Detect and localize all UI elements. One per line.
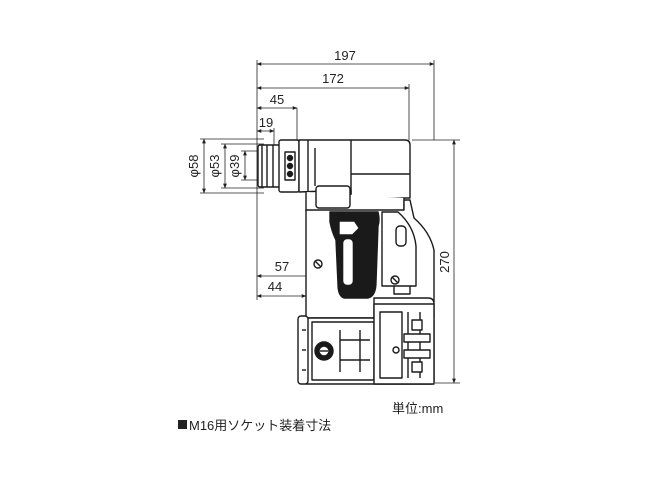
- dim-label-19: 19: [259, 115, 273, 130]
- caption-text: M16用ソケット装着寸法: [189, 418, 332, 433]
- dim-label-44: 44: [268, 279, 282, 294]
- dim-label-45: 45: [270, 92, 284, 107]
- tool-body: [257, 139, 435, 385]
- bullet-square-icon: [178, 420, 187, 429]
- dim-label-57: 57: [275, 259, 289, 274]
- dim-label-270: 270: [437, 251, 452, 273]
- dim-label-dia58: φ58: [186, 155, 201, 178]
- dim-label-172: 172: [322, 71, 344, 86]
- dim-label-197: 197: [334, 48, 356, 63]
- dim-label-dia39: φ39: [227, 155, 242, 178]
- dim-label-dia53: φ53: [207, 155, 222, 178]
- caption: M16用ソケット装着寸法: [178, 415, 331, 434]
- unit-label: 単位:mm: [392, 401, 444, 416]
